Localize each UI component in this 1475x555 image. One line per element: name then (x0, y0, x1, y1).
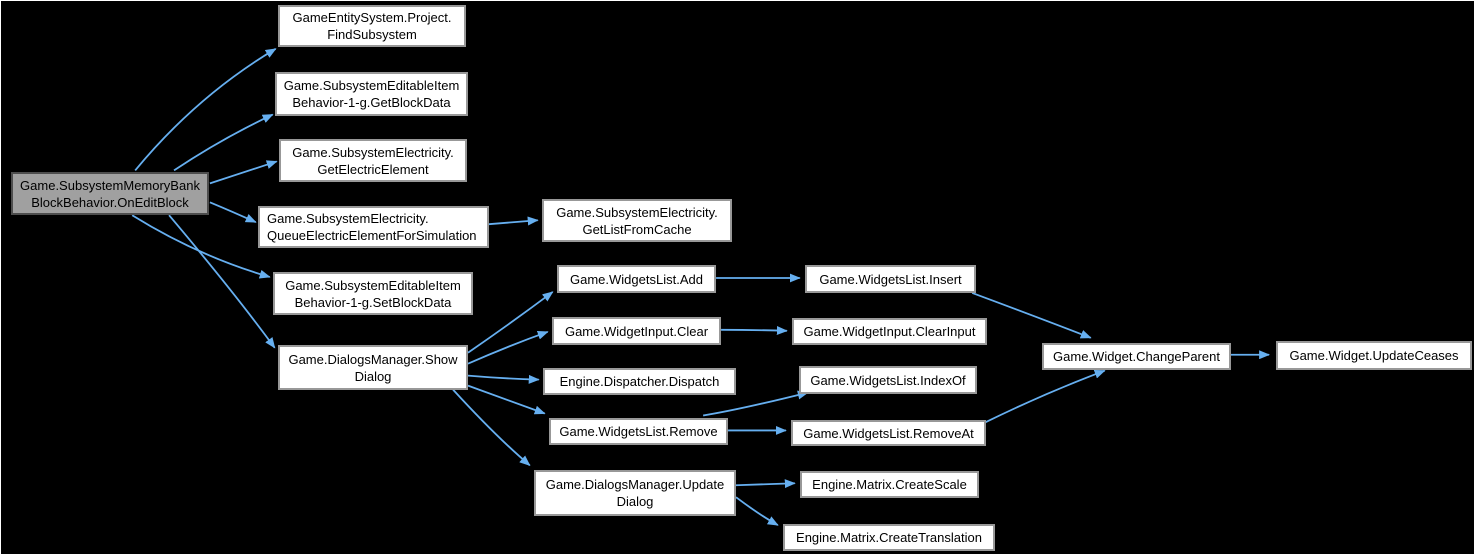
edge-removeat-changeparent (984, 369, 1106, 424)
graph-node-queueelectric[interactable]: Game.SubsystemElectricity. QueueElectricE… (258, 206, 489, 248)
node-label-line: Game.SubsystemEditableItem (285, 277, 461, 293)
graph-node-createscale[interactable]: Engine.Matrix.CreateScale (800, 471, 979, 498)
node-label-line: BlockBehavior.OnEditBlock (31, 194, 189, 210)
edge-showdialog-dispatch (467, 374, 540, 384)
node-label-line: Game.SubsystemElectricity. (292, 144, 454, 160)
node-label-line: Engine.Dispatcher.Dispatch (559, 374, 720, 389)
node-label-line: Game.WidgetsList.Remove (559, 424, 718, 439)
node-label-line: Dialog (616, 494, 654, 509)
node-label-line: Engine.Matrix.CreateScale (812, 477, 967, 492)
node-label-line: Game.SubsystemMemoryBank (20, 177, 200, 193)
node-label-line: Behavior-1-g.GetBlockData (292, 95, 451, 110)
graph-node-indexof[interactable]: Game.WidgetsList.IndexOf (799, 366, 977, 394)
graph-node-getlistfromcache[interactable]: Game.SubsystemElectricity.GetListFromCac… (542, 199, 732, 242)
edge-updatedialog-createscale (735, 479, 796, 489)
node-label-line: QueueElectricElementForSimulation (267, 228, 477, 243)
node-label-line: FindSubsystem (327, 27, 417, 42)
node-label-line: Game.WidgetInput.Clear (564, 323, 709, 339)
node-label-line: Game.SubsystemElectricity. (556, 204, 718, 220)
edge-remove-indexof (702, 390, 809, 417)
graph-node-insert[interactable]: Game.WidgetsList.Insert (805, 265, 976, 293)
graph-node-removeat[interactable]: Game.WidgetsList.RemoveAt (791, 420, 986, 446)
edge-root-getelectricelement (209, 160, 278, 185)
edge-clear-clearinput (721, 326, 788, 335)
node-label-line: Dialog (354, 368, 392, 384)
edge-root-findsubsystem (134, 48, 277, 171)
node-label-line: Game.SubsystemElectricity. (267, 211, 429, 226)
node-label-line: Behavior-1-g.SetBlockData (294, 294, 452, 310)
graph-node-add[interactable]: Game.WidgetsList.Add (557, 265, 716, 293)
edge-root-showdialog (168, 214, 276, 349)
edge-root-queueelectric (209, 201, 257, 224)
edge-showdialog-add (467, 291, 554, 354)
node-label-line: Game.WidgetsList.Add (570, 271, 703, 287)
edge-root-setblockdata (131, 214, 271, 279)
edge-updatedialog-createtranslation (735, 496, 779, 526)
edge-showdialog-updatedialog (452, 388, 531, 467)
node-label-line: Game.WidgetsList.IndexOf (810, 372, 966, 388)
graph-node-getelectricelement[interactable]: Game.SubsystemElectricity.GetElectricEle… (279, 139, 467, 182)
graph-node-remove[interactable]: Game.WidgetsList.Remove (549, 418, 728, 445)
graph-node-createtranslation[interactable]: Engine.Matrix.CreateTranslation (783, 524, 995, 551)
graph-node-findsubsystem[interactable]: GameEntitySystem.Project. FindSubsystem (278, 5, 466, 47)
node-label-line: GetListFromCache (582, 221, 692, 237)
graph-node-updateceases[interactable]: Game.Widget.UpdateCeases (1276, 341, 1472, 370)
node-label-line: Game.WidgetsList.Insert (819, 271, 962, 287)
node-label-line: Game.WidgetsList.RemoveAt (803, 425, 974, 441)
node-label-line: Game.Widget.UpdateCeases (1289, 348, 1459, 363)
node-label-line: Engine.Matrix.CreateTranslation (796, 530, 982, 545)
node-label-line: Game.DialogsManager.Show (288, 351, 458, 367)
node-label-line: GameEntitySystem.Project. (292, 10, 452, 25)
edge-queueelectric-getlistfromcache (488, 216, 539, 226)
edge-showdialog-clear (467, 330, 549, 365)
node-label-line: Game.DialogsManager.Update (545, 477, 725, 492)
graph-node-clear[interactable]: Game.WidgetInput.Clear (552, 317, 721, 345)
graph-node-dispatch[interactable]: Engine.Dispatcher.Dispatch (543, 368, 736, 395)
node-label-line: Game.Widget.ChangeParent (1053, 349, 1220, 364)
node-label-line: Game.SubsystemEditableItem (283, 78, 460, 93)
node-label-line: GetElectricElement (317, 161, 429, 177)
edge-showdialog-remove (467, 384, 546, 415)
edge-insert-changeparent (971, 292, 1092, 339)
edge-root-getblockdata (173, 113, 274, 172)
node-label-line: Game.WidgetInput.ClearInput (803, 324, 976, 339)
graph-node-clearinput[interactable]: Game.WidgetInput.ClearInput (792, 318, 987, 345)
graph-node-changeparent[interactable]: Game.Widget.ChangeParent (1042, 343, 1231, 370)
